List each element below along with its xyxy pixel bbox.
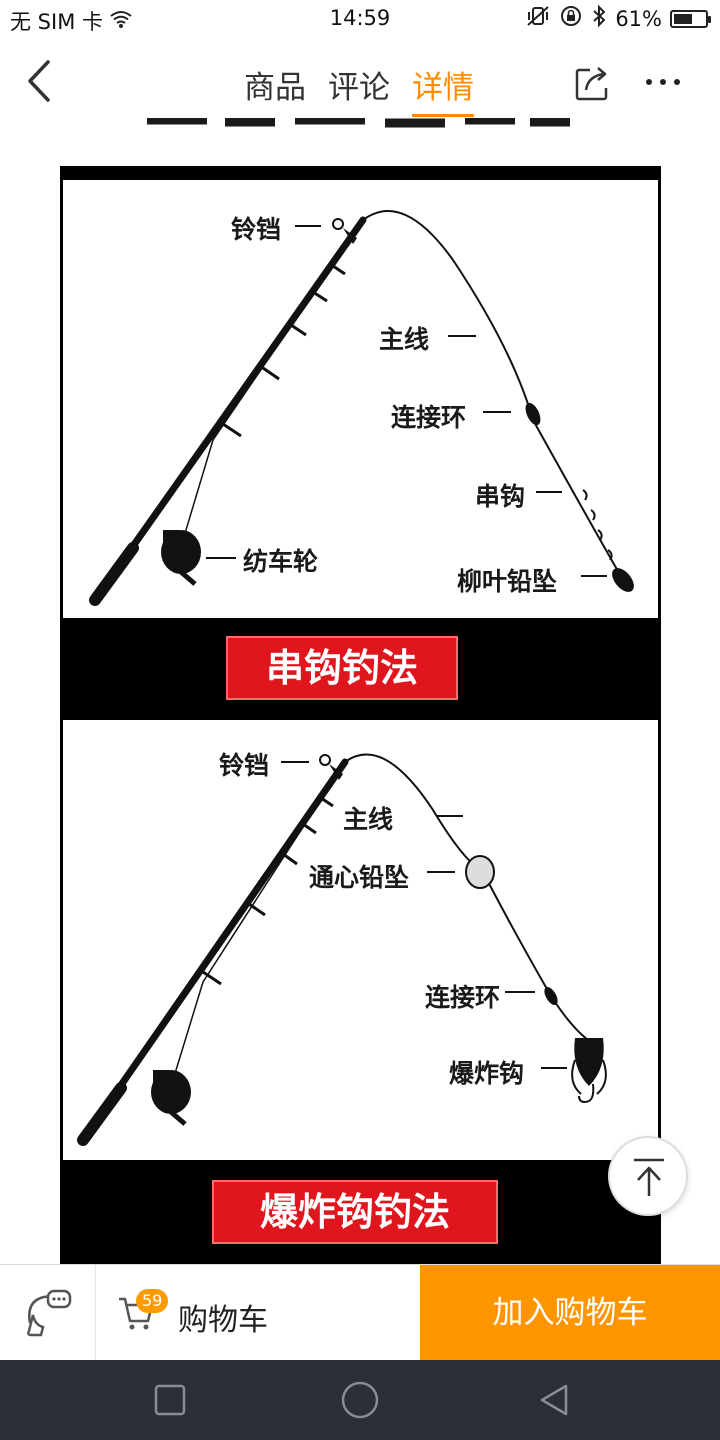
more-menu-button[interactable]: [646, 74, 688, 90]
share-icon: [575, 67, 608, 101]
spinning-reel-graphic: [151, 1070, 191, 1126]
cart-count-badge: 59: [136, 1289, 169, 1313]
detail-tabs: 商品 评论 详情: [244, 62, 474, 117]
label-willow-sinker: 柳叶铅坠: [457, 567, 558, 596]
tab-reviews[interactable]: 评论: [328, 70, 390, 106]
customer-service-icon: [27, 1289, 72, 1337]
circle-icon: [341, 1381, 379, 1419]
rod-diagram-2: [77, 753, 607, 1146]
battery-icon: [670, 9, 711, 28]
banner-string-hook-method: 串钩钓法: [226, 636, 458, 700]
label-bell: 铃铛: [219, 751, 270, 780]
top-nav-bar: 商品 评论 详情: [0, 38, 720, 124]
bluetooth-icon: [591, 4, 607, 32]
label-main-line: 主线: [343, 805, 394, 834]
label-main-line: 主线: [379, 325, 430, 354]
status-left: 无 SIM 卡: [10, 6, 133, 36]
triangle-back-icon: [540, 1384, 568, 1416]
rod-diagram-1: [89, 210, 634, 606]
status-right: 61%: [525, 4, 711, 32]
carrier-text: 无 SIM 卡: [10, 10, 103, 34]
cart-label: 购物车: [178, 1303, 268, 1338]
rotation-lock-icon: [559, 5, 583, 32]
diagram-panel-explosion-hook: 铃铛 主线 通心铅坠 连接环 爆炸钩: [63, 720, 658, 1160]
system-navigation-bar: [0, 1360, 720, 1440]
arrow-up-icon: [634, 1158, 664, 1196]
cart-button[interactable]: 59 购物车: [96, 1265, 420, 1361]
square-icon: [154, 1384, 186, 1416]
label-swivel: 连接环: [391, 403, 467, 432]
recent-apps-button[interactable]: [150, 1380, 190, 1420]
label-reel: 纺车轮: [243, 547, 319, 576]
wifi-icon: [109, 9, 133, 34]
battery-percent: 61%: [615, 6, 662, 31]
more-dot-icon: [674, 79, 680, 85]
cut-off-heading-fragment: [145, 115, 575, 136]
back-arrow-icon: [28, 60, 50, 102]
home-button[interactable]: [338, 1378, 382, 1422]
bottom-action-bar: 59 购物车 加入购物车: [0, 1264, 720, 1361]
spinning-reel-graphic: [161, 530, 201, 586]
more-dot-icon: [660, 79, 666, 85]
label-sliding-sinker: 通心铅坠: [309, 863, 410, 892]
vibrate-mute-icon: [525, 5, 551, 32]
label-swivel: 连接环: [425, 983, 501, 1012]
label-string-hooks: 串钩: [475, 482, 526, 511]
back-nav-button[interactable]: [534, 1380, 574, 1420]
scroll-to-top-button[interactable]: [608, 1136, 688, 1216]
clock: 14:59: [329, 6, 391, 30]
banner-explosion-hook-method: 爆炸钩钓法: [212, 1180, 498, 1244]
status-bar: 无 SIM 卡 14:59 61%: [0, 0, 720, 38]
add-to-cart-button[interactable]: 加入购物车: [420, 1265, 720, 1361]
more-dot-icon: [646, 79, 652, 85]
share-button[interactable]: [574, 64, 612, 102]
tab-product[interactable]: 商品: [244, 70, 306, 106]
battery-level-fill: [674, 13, 692, 24]
label-explosion-hook: 爆炸钩: [449, 1059, 525, 1088]
diagram-panel-string-hooks: 铃铛 主线 连接环 串钩 纺车轮 柳叶铅坠: [63, 180, 658, 618]
customer-service-button[interactable]: [0, 1265, 96, 1361]
tab-details[interactable]: 详情: [412, 62, 474, 117]
back-button[interactable]: [20, 56, 60, 106]
label-bell: 铃铛: [231, 215, 282, 244]
